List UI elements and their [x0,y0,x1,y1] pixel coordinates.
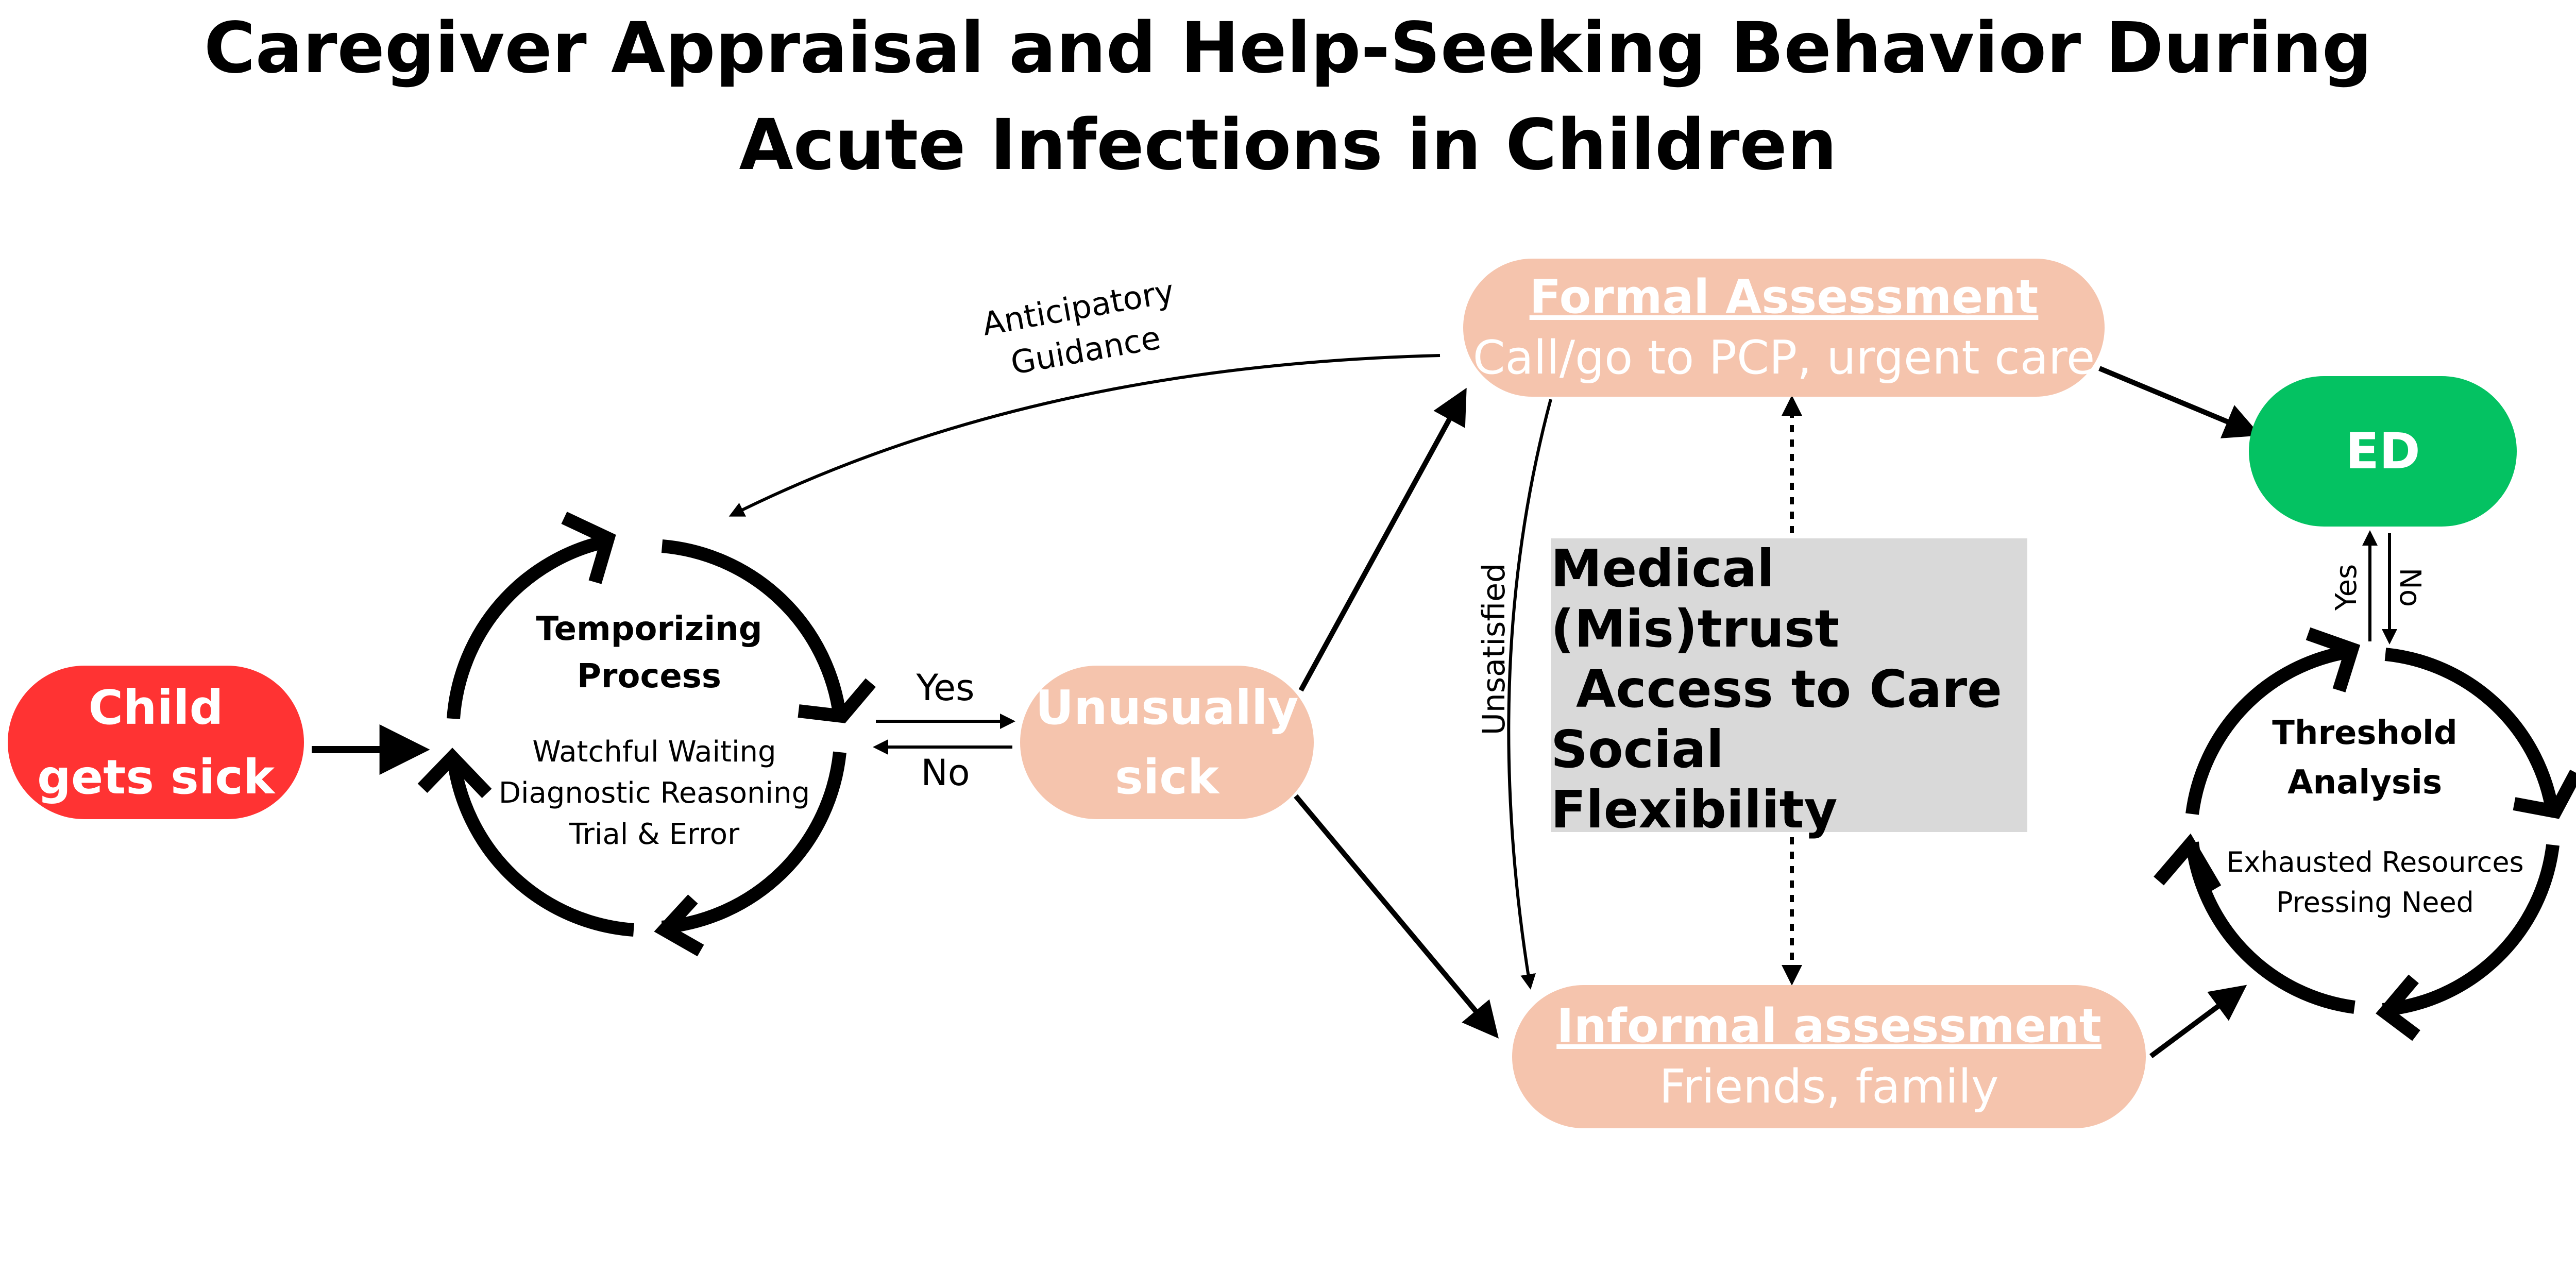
child-line-1: Child [88,680,224,735]
child-line-2: gets sick [37,750,275,805]
arrow-unusual-to-formal [1298,387,1467,692]
arrow-unusual-to-informal [1294,794,1499,1039]
ed-node: ED [2249,376,2517,527]
factor-access-to-care: Access to Care [1576,659,2002,719]
arrow-anticipatory-guidance [728,354,1440,517]
factor-social-flexibility: Social Flexibility [1551,719,1838,840]
temporizing-title: Temporizing Process [520,605,778,700]
informal-heading: Informal assessment [1556,999,2102,1053]
unusual-line-2: sick [1114,750,1219,805]
threshold-title-line-1: Threshold [2272,714,2458,752]
threshold-title: Threshold Analysis [2236,708,2494,807]
no-label: No [921,752,970,794]
threshold-item: Pressing Need [2276,886,2474,919]
child-gets-sick-node: Child gets sick [8,666,304,819]
arrow-informal-to-threshold [2149,985,2247,1059]
temporizing-item: Trial & Error [569,818,740,851]
yes-label: Yes [916,667,975,709]
informal-assessment-node: Informal assessment Friends, family [1512,985,2146,1128]
temporizing-title-line-1: Temporizing [536,610,762,648]
factor-medical-trust: Medical (Mis)trust [1551,538,1840,659]
threshold-title-line-2: Analysis [2287,764,2443,802]
threshold-items: Exhausted Resources Pressing Need [2215,842,2535,923]
arrow-formal-to-ed [2098,366,2261,438]
formal-assessment-node: Formal Assessment Call/go to PCP, urgent… [1463,259,2105,397]
temporizing-cycle [417,512,876,957]
unsatisfied-label: Unsatisfied [1476,563,1512,736]
formal-detail: Call/go to PCP, urgent care [1472,331,2095,385]
unusual-line-1: Unusually [1035,680,1299,735]
ed-yes-label: Yes [2330,564,2363,611]
informal-detail: Friends, family [1659,1060,1999,1114]
factors-box: Medical (Mis)trust Access to Care Social… [1551,538,2027,840]
temporizing-item: Watchful Waiting [532,735,776,769]
temporizing-title-line-2: Process [577,657,721,696]
temporizing-item: Diagnostic Reasoning [498,776,810,810]
arrow-unsatisfied [1507,399,1552,990]
diagram-title: Caregiver Appraisal and Help-Seeking Beh… [204,8,2372,186]
formal-heading: Formal Assessment [1529,270,2039,324]
threshold-item: Exhausted Resources [2226,846,2524,878]
ed-no-label: No [2393,567,2427,607]
threshold-cycle [2154,627,2576,1041]
unusually-sick-node: Unusually sick [1020,666,1314,819]
temporizing-items: Watchful Waiting Diagnostic Reasoning Tr… [495,732,814,855]
